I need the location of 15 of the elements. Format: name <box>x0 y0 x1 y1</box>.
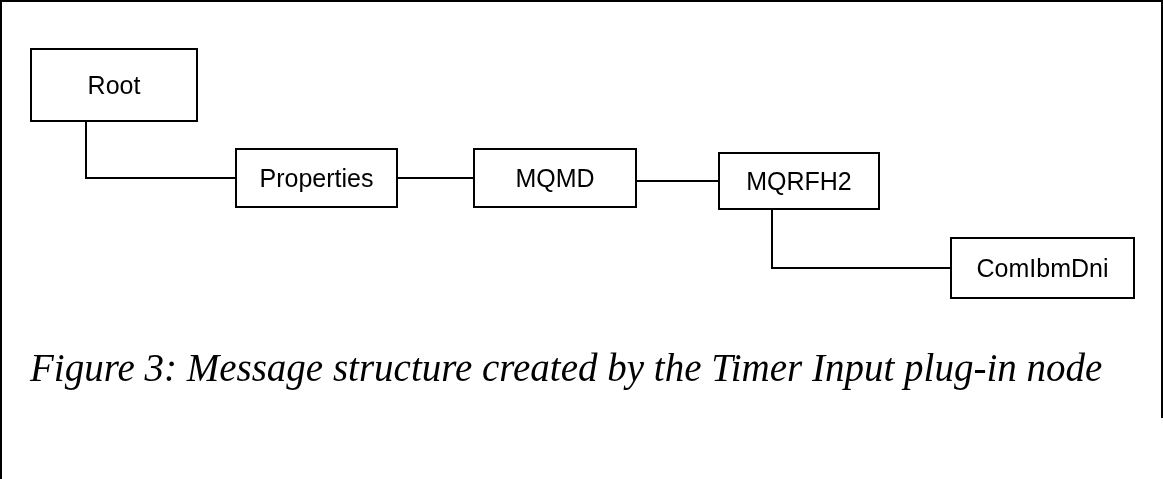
figure-caption: Figure 3: Message structure created by the Timer Input plug-in node <box>30 345 1104 392</box>
tree-node-box <box>235 148 398 208</box>
node-label: MQMD <box>515 163 595 193</box>
tree-node-box <box>30 48 198 122</box>
node-label: Properties <box>259 163 374 193</box>
tree-node-box <box>718 152 880 210</box>
tree-node-box <box>473 148 637 208</box>
node-label: Root <box>87 70 141 100</box>
connector-line <box>636 180 719 182</box>
connector-line <box>771 209 951 269</box>
tree-node-box <box>950 237 1135 299</box>
node-label: ComIbmDni <box>976 253 1109 283</box>
node-label: MQRFH2 <box>746 166 852 196</box>
connector-line <box>85 121 236 179</box>
connector-line <box>397 177 474 179</box>
